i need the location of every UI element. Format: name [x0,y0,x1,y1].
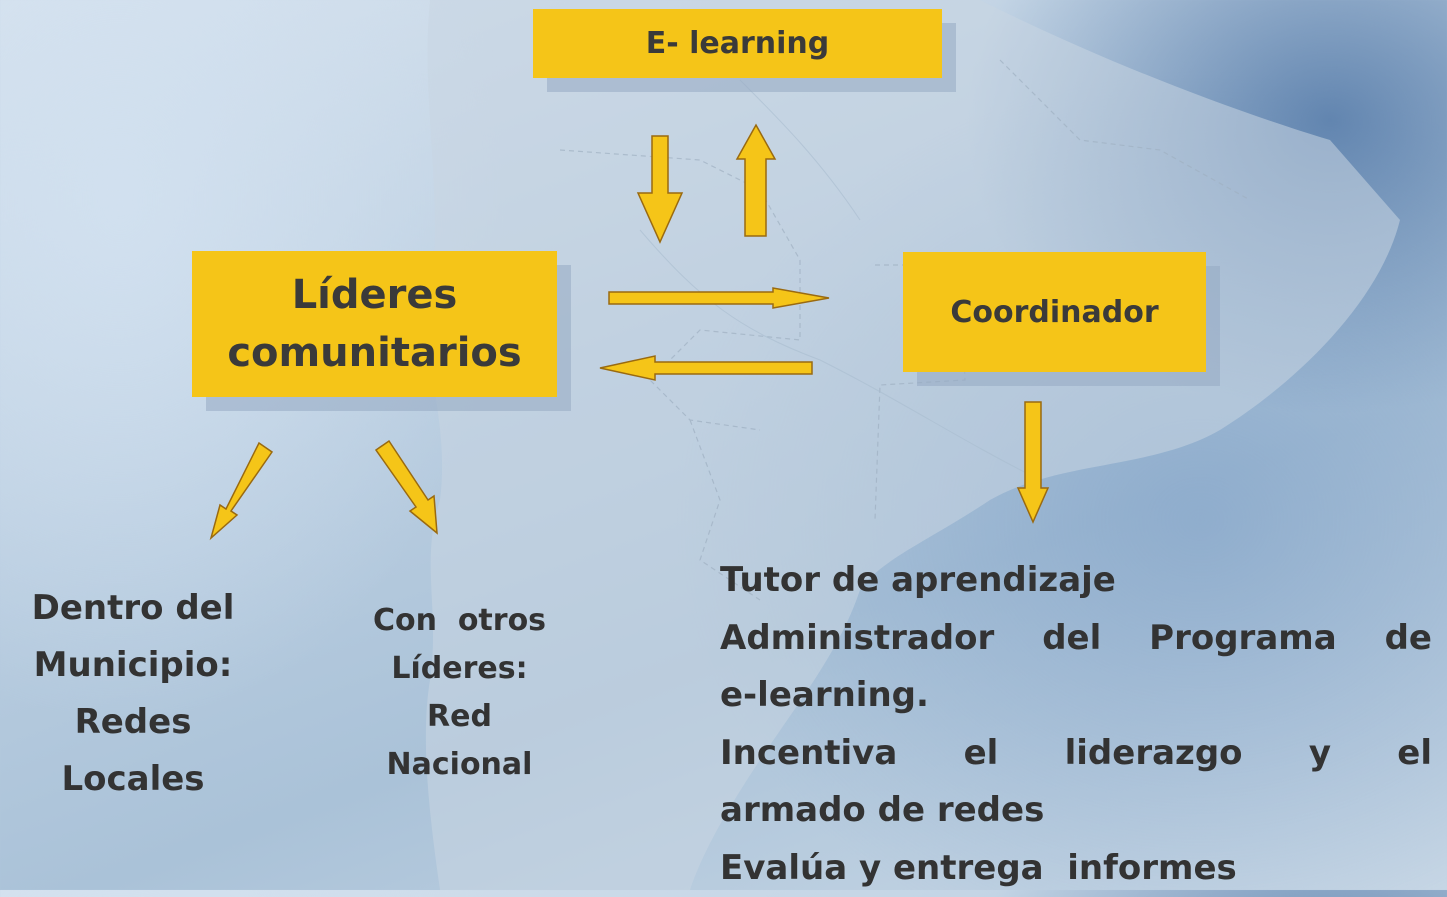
role-word: de [1385,610,1432,668]
role-line-incentiva: Incentiva el liderazgo y el [720,725,1432,783]
dentro-municipio-text: Dentro del Municipio: Redes Locales [8,580,258,808]
dentro-line: Dentro del [8,580,258,637]
role-line-tutor: Tutor de aprendizaje [720,552,1432,610]
role-word: y [1309,725,1331,783]
role-word: liderazgo [1065,725,1243,783]
role-word: Programa [1149,610,1336,668]
role-word: del [1042,610,1101,668]
arrow-up-to-elearning [737,125,775,236]
con-otros-line: Red [347,693,572,741]
con-otros-line: Líderes: [347,645,572,693]
role-line-elearning: e-learning. [720,667,1432,725]
role-word: el [1397,725,1432,783]
role-line-evalua: Evalúa y entrega informes [720,840,1432,897]
con-otros-line: Con otros [347,597,572,645]
arrow-to-dentro [211,443,272,538]
arrow-down-to-roles [1018,402,1048,522]
arrow-down-to-lideres [638,136,682,242]
dentro-line: Municipio: [8,637,258,694]
role-word: el [964,725,999,783]
arrow-left-to-lideres [600,356,812,380]
role-line-armado: armado de redes [720,782,1432,840]
arrow-to-con-otros [376,441,437,533]
role-word: Administrador [720,610,994,668]
dentro-line: Redes [8,694,258,751]
con-otros-lideres-text: Con otros Líderes: Red Nacional [347,597,572,789]
arrow-right-to-coordinador [609,288,829,308]
dentro-line: Locales [8,751,258,808]
con-otros-line: Nacional [347,741,572,789]
coordinator-roles-text: Tutor de aprendizaje Administrador del P… [720,552,1432,897]
role-word: Incentiva [720,725,897,783]
role-line-administrador: Administrador del Programa de [720,610,1432,668]
